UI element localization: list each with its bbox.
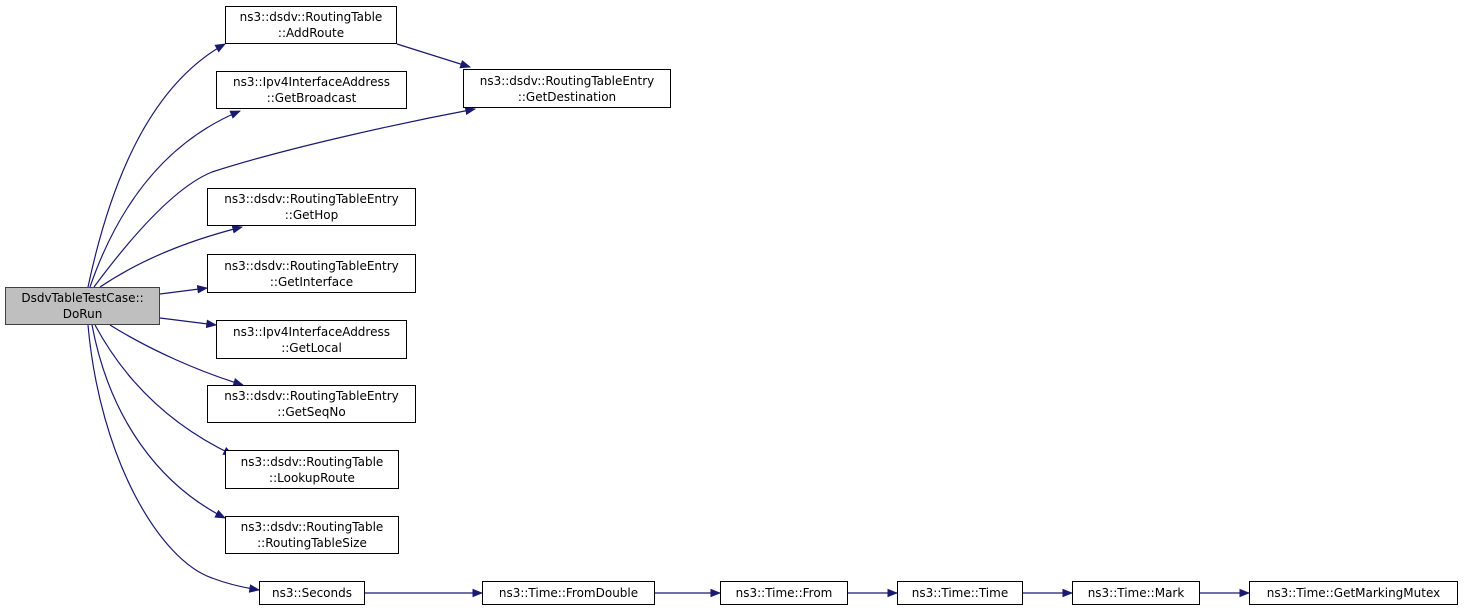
node-routingtable-addroute[interactable]: ns3::dsdv::RoutingTable ::AddRoute	[225, 6, 397, 44]
node-label-line1: ns3::dsdv::RoutingTableEntry	[224, 192, 399, 206]
node-label-line2: ::RoutingTableSize	[257, 536, 367, 550]
node-label-line2: ::GetDestination	[517, 89, 617, 104]
edge-root-getbroadcast	[89, 110, 241, 288]
node-label: ns3::Time::Mark	[1087, 586, 1185, 600]
node-routingtable-routingtablesize[interactable]: ns3::dsdv::RoutingTable ::RoutingTableSi…	[225, 516, 399, 554]
node-ipv4interfaceaddress-getbroadcast[interactable]: ns3::Ipv4InterfaceAddress ::GetBroadcast	[216, 71, 407, 109]
edge-root-seconds	[87, 324, 261, 593]
node-label-line2: ::GetInterface	[269, 274, 354, 289]
node-label: ns3::Time::Time	[911, 586, 1009, 600]
node-label-line2: ::GetHop	[284, 208, 339, 222]
edge-root-lookuproute	[94, 324, 234, 456]
node-seconds[interactable]: ns3::Seconds	[259, 581, 365, 605]
node-time-getmarkingmutex[interactable]: ns3::Time::GetMarkingMutex	[1249, 581, 1458, 605]
node-routingtableentry-getdestination[interactable]: ns3::dsdv::RoutingTableEntry ::GetDestin…	[463, 69, 671, 108]
node-label-line1: ns3::dsdv::RoutingTable	[240, 520, 384, 534]
edge-root-getseqno	[109, 324, 245, 387]
edge-root-routingtablesize	[91, 324, 226, 519]
node-label-line2: ::GetLocal	[281, 340, 342, 355]
node-label: ns3::Time::From	[735, 586, 833, 600]
node-label-line2: ::AddRoute	[277, 26, 345, 40]
node-label-line2: ::GetSeqNo	[277, 405, 346, 419]
node-label-line1: ns3::Ipv4InterfaceAddress	[233, 75, 390, 89]
node-time-mark[interactable]: ns3::Time::Mark	[1072, 581, 1200, 605]
edge-root-gethop	[99, 225, 244, 288]
node-label-line1: ns3::dsdv::RoutingTableEntry	[479, 73, 655, 88]
node-label: ns3::Time::FromDouble	[498, 586, 639, 600]
node-label-line2: ::LookupRoute	[269, 470, 355, 485]
node-label: ns3::Seconds	[272, 586, 352, 600]
edge-root-getlocal	[159, 317, 218, 329]
node-label-line1: ns3::dsdv::RoutingTableEntry	[224, 389, 399, 403]
node-label-line1: ns3::dsdv::RoutingTable	[239, 10, 383, 24]
node-label-line1: ns3::dsdv::RoutingTableEntry	[224, 258, 399, 273]
node-label: ns3::Time::GetMarkingMutex	[1266, 586, 1441, 600]
node-routingtableentry-getseqno[interactable]: ns3::dsdv::RoutingTableEntry ::GetSeqNo	[207, 385, 416, 423]
node-time-fromdouble[interactable]: ns3::Time::FromDouble	[482, 581, 655, 605]
node-dsdvtabletestcase-dorun[interactable]: DsdvTableTestCase:: DoRun	[5, 287, 160, 325]
edge-root-addroute	[87, 43, 226, 288]
node-routingtableentry-gethop[interactable]: ns3::dsdv::RoutingTableEntry ::GetHop	[207, 188, 416, 226]
node-time-time[interactable]: ns3::Time::Time	[897, 581, 1023, 605]
node-label-line2: ::GetBroadcast	[266, 91, 357, 105]
node-time-from[interactable]: ns3::Time::From	[720, 581, 848, 605]
node-routingtable-lookuproute[interactable]: ns3::dsdv::RoutingTable ::LookupRoute	[225, 450, 399, 489]
node-label-line2: DoRun	[62, 307, 103, 321]
node-label-line1: DsdvTableTestCase::	[21, 291, 144, 305]
edge-addroute-getdestination	[396, 43, 472, 69]
edge-root-getinterface	[159, 284, 209, 295]
node-label-line1: ns3::Ipv4InterfaceAddress	[233, 324, 390, 339]
node-label-line1: ns3::dsdv::RoutingTable	[240, 454, 384, 469]
edge-root-getdestination	[93, 106, 477, 288]
node-ipv4interfaceaddress-getlocal[interactable]: ns3::Ipv4InterfaceAddress ::GetLocal	[216, 320, 407, 359]
node-routingtableentry-getinterface[interactable]: ns3::dsdv::RoutingTableEntry ::GetInterf…	[207, 254, 416, 293]
